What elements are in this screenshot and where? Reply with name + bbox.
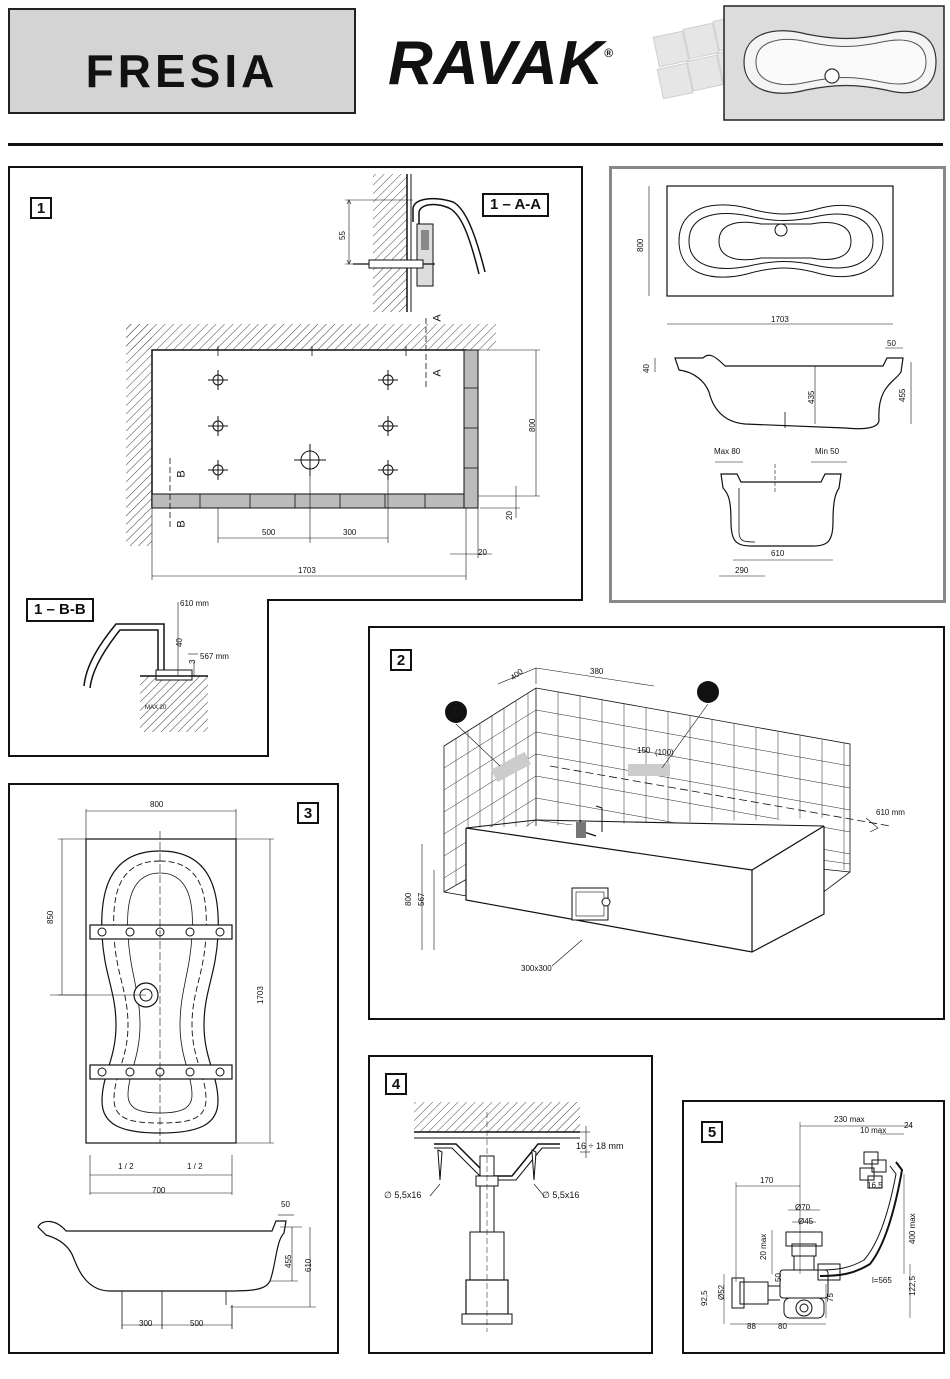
- panel-2-badge: 2: [390, 649, 412, 671]
- p3-dim-455: 455: [284, 1254, 293, 1268]
- overview-dim-455: 455: [898, 388, 907, 402]
- brand-mark: ®: [604, 46, 615, 60]
- header-rule: [8, 143, 943, 146]
- dim-plan-1703: 1703: [298, 566, 316, 575]
- dim-plan-20a: 20: [505, 511, 514, 520]
- overview-max80: Max 80: [714, 447, 741, 456]
- p5-dim-52: Ø52: [717, 1284, 726, 1300]
- p2-dim-610: 610 mm: [876, 808, 905, 817]
- p5-dim-92-5: 92,5: [700, 1290, 709, 1306]
- p2-dim-150: 150: [637, 746, 651, 755]
- p2-dim-800: 800: [404, 892, 413, 906]
- p3-dim-700: 700: [152, 1186, 166, 1195]
- p3-dim-1703: 1703: [256, 986, 265, 1004]
- p3-dim-300: 300: [139, 1319, 153, 1328]
- bb-max20: MAX 20: [145, 705, 167, 711]
- overview-dim-435: 435: [807, 390, 816, 404]
- overview-dim-50: 50: [887, 339, 896, 348]
- panel-5-badge: 5: [701, 1121, 723, 1143]
- panel-3-badge: 3: [297, 802, 319, 824]
- p5-dim-20max: 20 max: [759, 1233, 768, 1260]
- label-a-top: A: [431, 314, 444, 322]
- p5-dim-170: 170: [760, 1176, 774, 1185]
- section-bb-label: 1 – B-B: [26, 598, 94, 622]
- p2-dim-300x300: 300x300: [521, 964, 552, 973]
- overview-dim-1703: 1703: [771, 315, 789, 324]
- product-title-box: FRESIA: [8, 8, 356, 114]
- p2-dim-100: (100): [655, 748, 674, 757]
- p5-dim-24: 24: [904, 1121, 913, 1130]
- p5-dim-10max: 10 max: [860, 1126, 887, 1135]
- bb-dim-3: 3: [188, 659, 197, 664]
- label-a-bottom: A: [431, 369, 444, 377]
- panel-2: [368, 626, 945, 1020]
- p5-dim-75: 75: [826, 1293, 835, 1302]
- label-b-bottom: B: [175, 520, 188, 528]
- p3-dim-50: 50: [281, 1200, 290, 1209]
- p4-screw-left: ∅ 5,5x16: [384, 1190, 422, 1200]
- dim-aa-55: 55: [338, 231, 347, 240]
- p5-dim-80: 80: [778, 1322, 787, 1331]
- overview-dim-800: 800: [636, 238, 645, 252]
- dim-plan-20b: 20: [478, 548, 487, 557]
- p3-dim-850: 850: [46, 910, 55, 924]
- brand-name: RAVAK: [388, 29, 605, 98]
- dim-plan-500: 500: [262, 528, 276, 537]
- panel-4-badge: 4: [385, 1073, 407, 1095]
- p2-dim-567: 567: [417, 892, 426, 906]
- panel-5: [682, 1100, 945, 1354]
- p4-screw-right: ∅ 5,5x16: [542, 1190, 580, 1200]
- bb-dim-40: 40: [175, 638, 184, 647]
- panel-1-plan-drawing: [126, 318, 540, 580]
- p5-dim-45: Ø45: [798, 1217, 814, 1226]
- p3-dim-500: 500: [190, 1319, 204, 1328]
- p5-dim-50: 50: [774, 1273, 783, 1282]
- panel-4-drawing: [414, 1102, 590, 1332]
- label-b-top: B: [175, 470, 188, 478]
- p3-dim-610: 610: [304, 1258, 313, 1272]
- p5-dim-70: Ø70: [795, 1203, 811, 1212]
- section-aa-drawing: [345, 174, 486, 312]
- panel-5-drawing: [723, 1122, 912, 1325]
- overview-drawing: [648, 185, 912, 577]
- p3-half-left: 1 / 2: [118, 1162, 134, 1171]
- overview-dim-290: 290: [735, 566, 749, 575]
- overview-dim-610: 610: [771, 549, 785, 558]
- panel-3-drawing: [37, 809, 316, 1329]
- p2-dim-380: 380: [590, 667, 604, 676]
- p4-dim-16-18: 16 ÷ 18 mm: [576, 1141, 624, 1151]
- panel-1-badge: 1: [30, 197, 52, 219]
- p5-dim-230max: 230 max: [834, 1115, 865, 1124]
- p5-dim-400max: 400 max: [908, 1213, 917, 1244]
- dim-plan-300: 300: [343, 528, 357, 537]
- p5-dim-88: 88: [747, 1322, 756, 1331]
- p5-length-565: l=565: [872, 1276, 892, 1285]
- overview-dim-40: 40: [642, 364, 651, 373]
- brand-logo: RAVAK®: [388, 28, 614, 99]
- p3-half-right: 1 / 2: [187, 1162, 203, 1171]
- section-bb-drawing: [83, 602, 208, 732]
- p3-dim-800: 800: [150, 800, 164, 809]
- p5-dim-122-5: 122,5: [908, 1275, 917, 1296]
- p5-dim-16-5: 16,5: [867, 1181, 883, 1190]
- header-tub-illustration: [652, 5, 945, 121]
- section-aa-label: 1 – A-A: [482, 193, 550, 217]
- panel-2-drawing: [421, 667, 891, 967]
- overview-min50: Min 50: [815, 447, 840, 456]
- bb-dim-567: 567 mm: [200, 652, 229, 661]
- dim-plan-800: 800: [528, 418, 537, 432]
- bb-dim-610: 610 mm: [180, 599, 209, 608]
- product-title: FRESIA: [85, 45, 279, 97]
